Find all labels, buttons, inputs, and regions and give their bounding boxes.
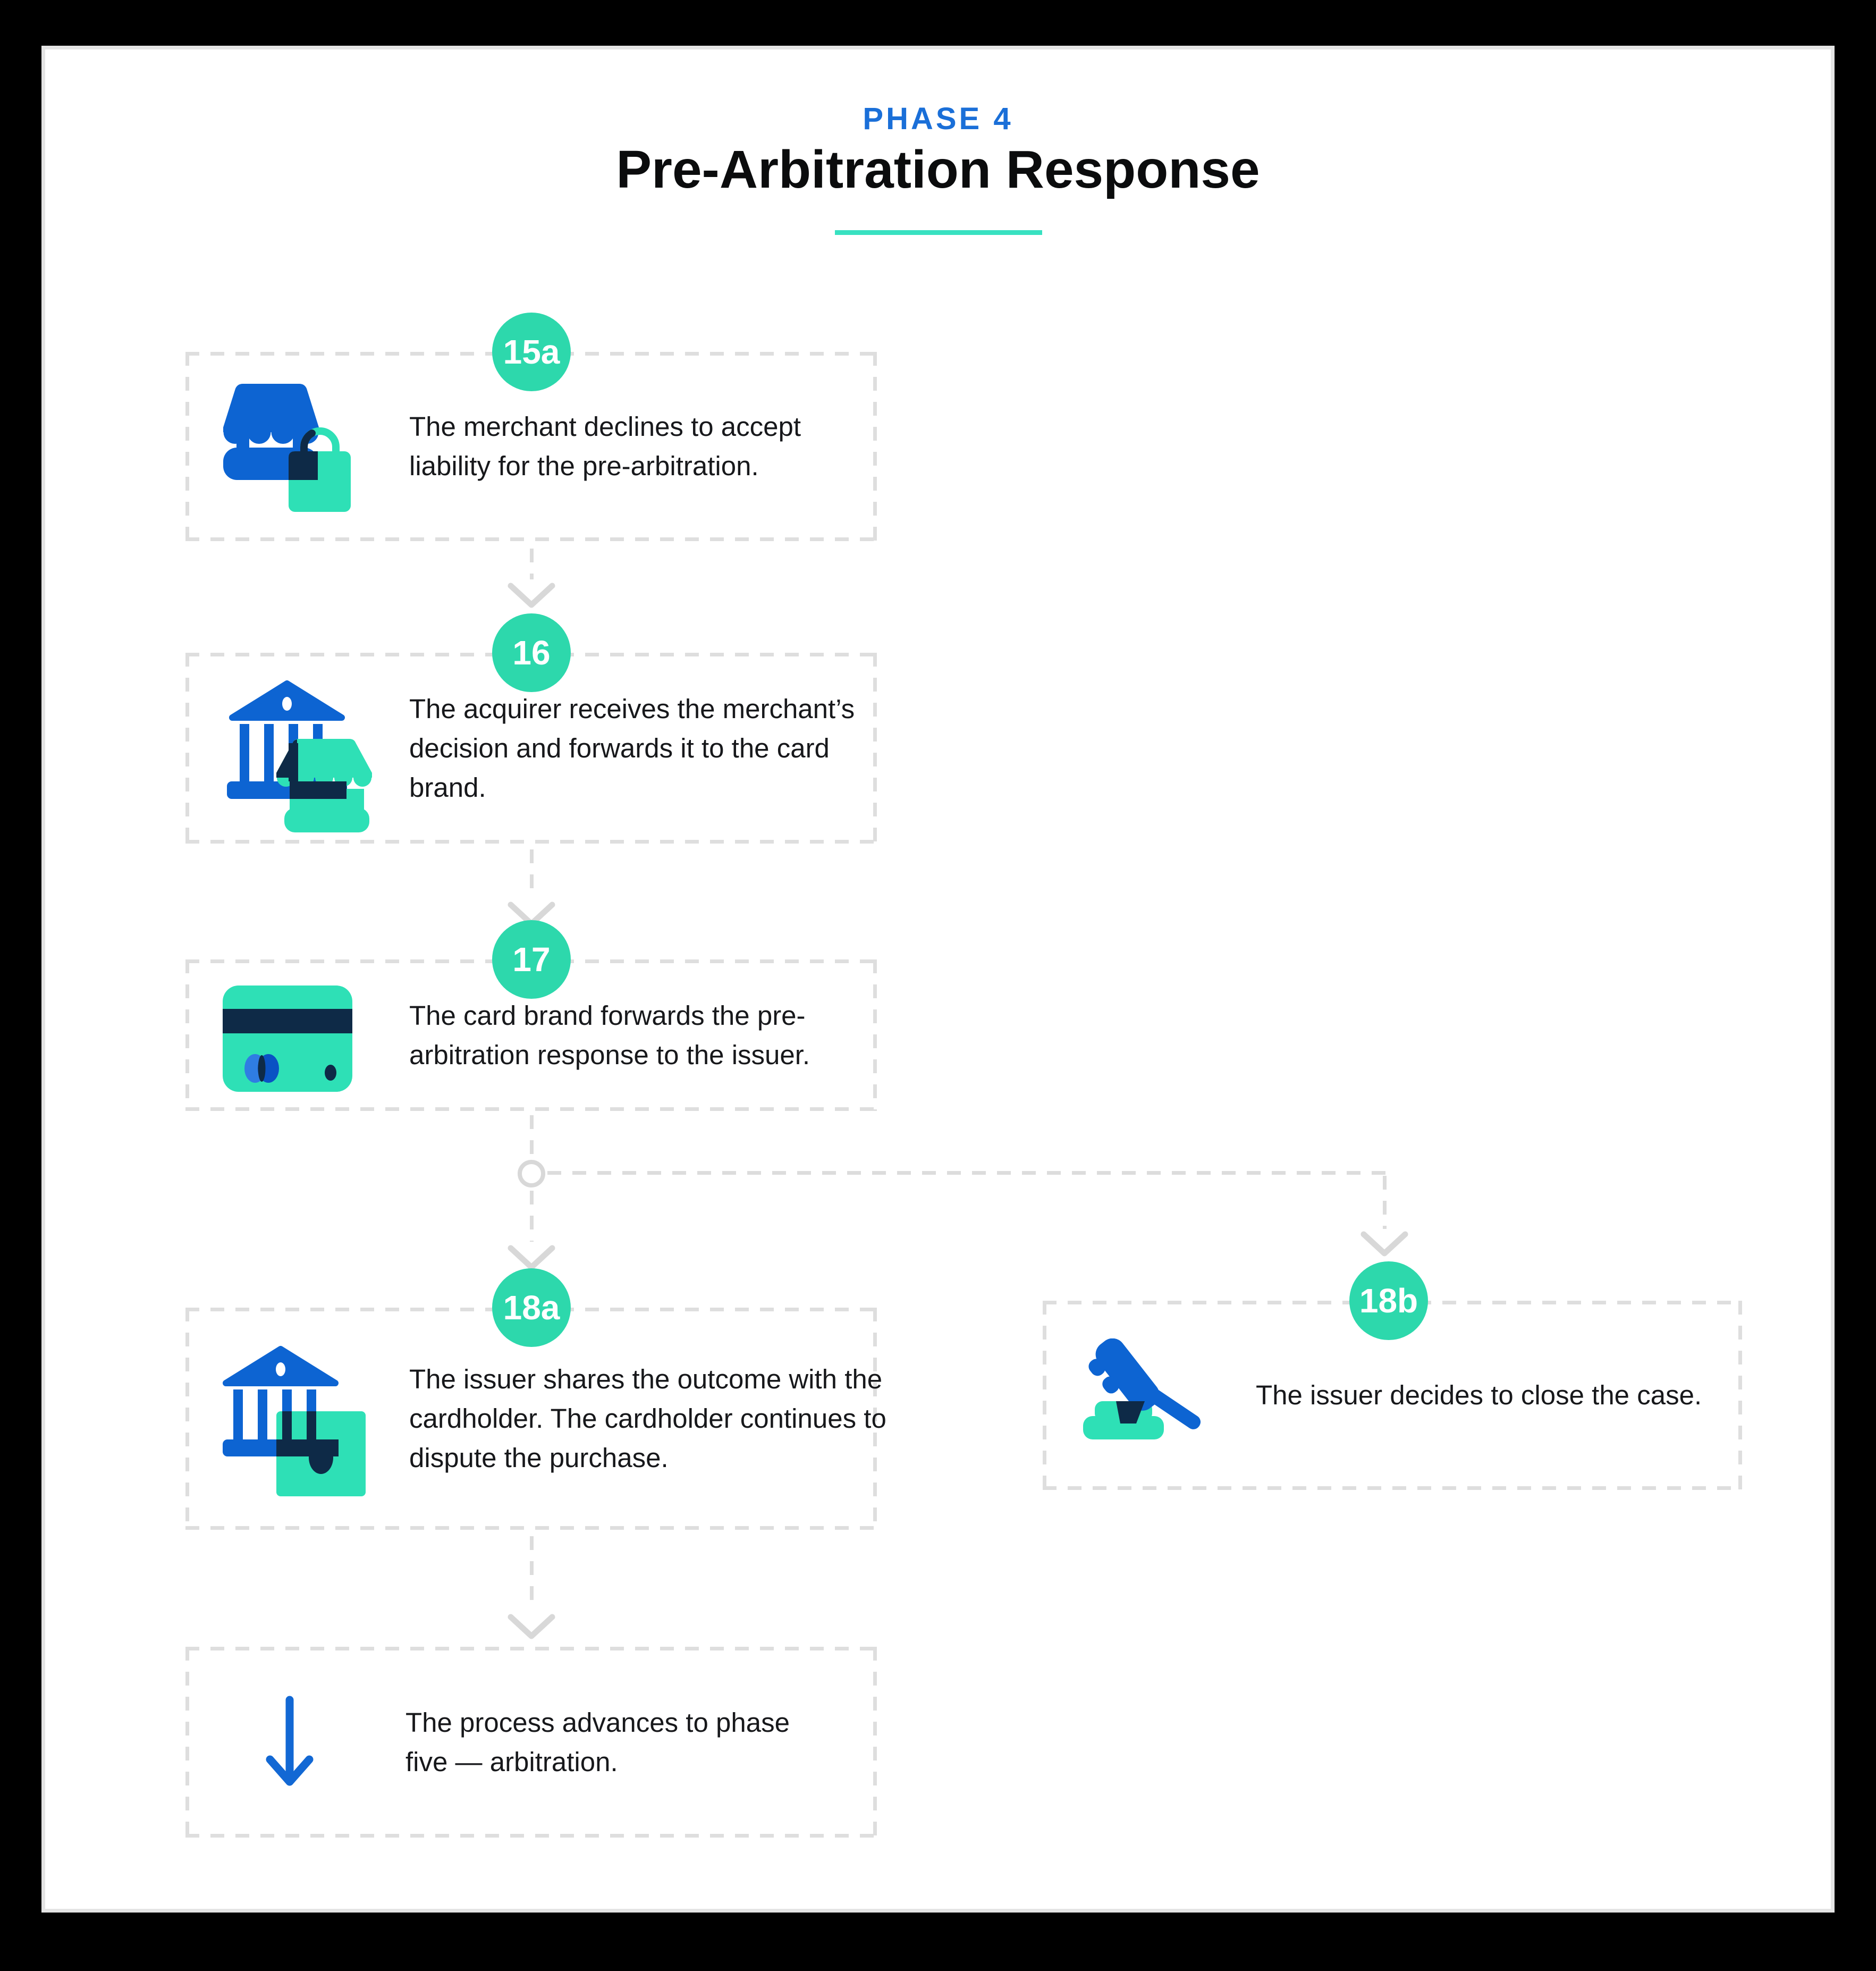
step-badge-18b: 18b xyxy=(1349,1261,1428,1340)
down-chevron-icon xyxy=(506,1613,557,1640)
down-chevron-icon xyxy=(506,582,557,609)
branch-line-to-18b xyxy=(547,1171,1387,1175)
step-badge-17: 17 xyxy=(492,920,571,999)
step-text-final: The process advances to phase five — arb… xyxy=(405,1707,790,1777)
credit-card-icon xyxy=(222,981,354,1096)
bank-money-icon xyxy=(219,1346,368,1500)
merchant-bag-icon xyxy=(221,381,353,513)
title-underline xyxy=(835,230,1042,235)
gavel-icon xyxy=(1081,1338,1214,1442)
step-badge-16: 16 xyxy=(492,613,571,692)
connector-16-17 xyxy=(530,849,534,898)
connector-junction-18b xyxy=(1383,1176,1387,1229)
step-text-15a: The merchant declines to accept liabilit… xyxy=(409,411,801,481)
step-text-18a: The issuer shares the outcome with the c… xyxy=(409,1364,886,1473)
down-arrow-icon xyxy=(265,1696,315,1794)
step-badge-15a: 15a xyxy=(492,313,571,391)
page-title: Pre-Arbitration Response xyxy=(616,140,1260,199)
bank-merchant-icon xyxy=(219,679,379,833)
connector-17-junction xyxy=(530,1115,534,1158)
step-badge-18a: 18a xyxy=(492,1268,571,1347)
phase-label: PHASE 4 xyxy=(863,102,1013,136)
connector-18a-final xyxy=(530,1536,534,1611)
step-text-18b: The issuer decides to close the case. xyxy=(1256,1380,1702,1410)
down-chevron-icon xyxy=(506,1244,557,1271)
branch-junction-icon xyxy=(518,1160,545,1187)
connector-junction-18a xyxy=(530,1191,534,1242)
connector-15a-16 xyxy=(530,549,534,579)
step-text-17: The card brand forwards the pre-arbitrat… xyxy=(409,1000,810,1070)
down-chevron-icon xyxy=(1359,1230,1410,1258)
step-text-16: The acquirer receives the merchant’s dec… xyxy=(409,693,855,803)
step-box-final xyxy=(185,1647,877,1838)
